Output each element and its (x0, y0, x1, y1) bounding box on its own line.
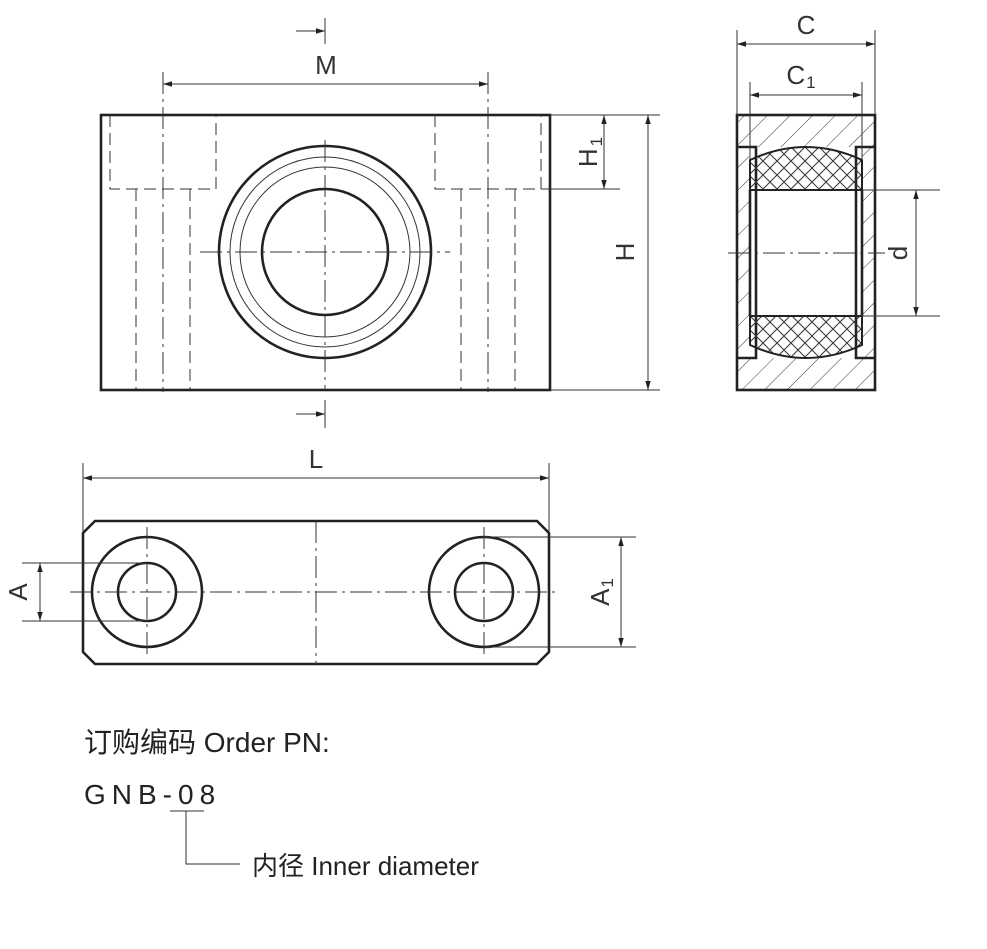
pn-callout (170, 810, 240, 865)
dim-A-label: A (3, 583, 33, 601)
dim-H1-label: H1 (573, 137, 606, 167)
inner-diameter-label: 内径 Inner diameter (252, 851, 479, 881)
dim-L-label: L (309, 444, 323, 474)
dim-M-label: M (315, 50, 337, 80)
dim-C1-label: C1 (786, 60, 815, 92)
dim-d-label: d (883, 246, 913, 260)
side-section-view: C C1 d (728, 10, 940, 392)
pn-leader-line (185, 811, 240, 865)
dim-A1-sub: 1 (598, 578, 617, 587)
front-view: M H1 H (99, 18, 660, 428)
dim-A1-main: A (585, 588, 615, 606)
dim-A1-label: A1 (585, 578, 617, 606)
dim-C-label: C (797, 10, 816, 40)
dim-H1-sub: 1 (587, 137, 606, 146)
bearing-top-section (749, 146, 863, 191)
right-groove (854, 145, 875, 360)
bottom-view: L A A1 (3, 444, 636, 666)
base-outline (81, 519, 551, 666)
dim-H-label: H (610, 243, 640, 262)
part-number-code: GNB-08 (84, 779, 222, 810)
dim-C1-sub: 1 (806, 73, 815, 92)
right-bolt-hole (460, 189, 516, 390)
order-pn-label: 订购编码 Order PN: (84, 727, 330, 758)
left-bolt-hole (135, 189, 191, 390)
housing-section-hatch (737, 115, 875, 390)
bearing-bottom-section (749, 315, 863, 359)
dim-C1-main: C (786, 60, 805, 90)
dim-H1-main: H (573, 148, 603, 167)
